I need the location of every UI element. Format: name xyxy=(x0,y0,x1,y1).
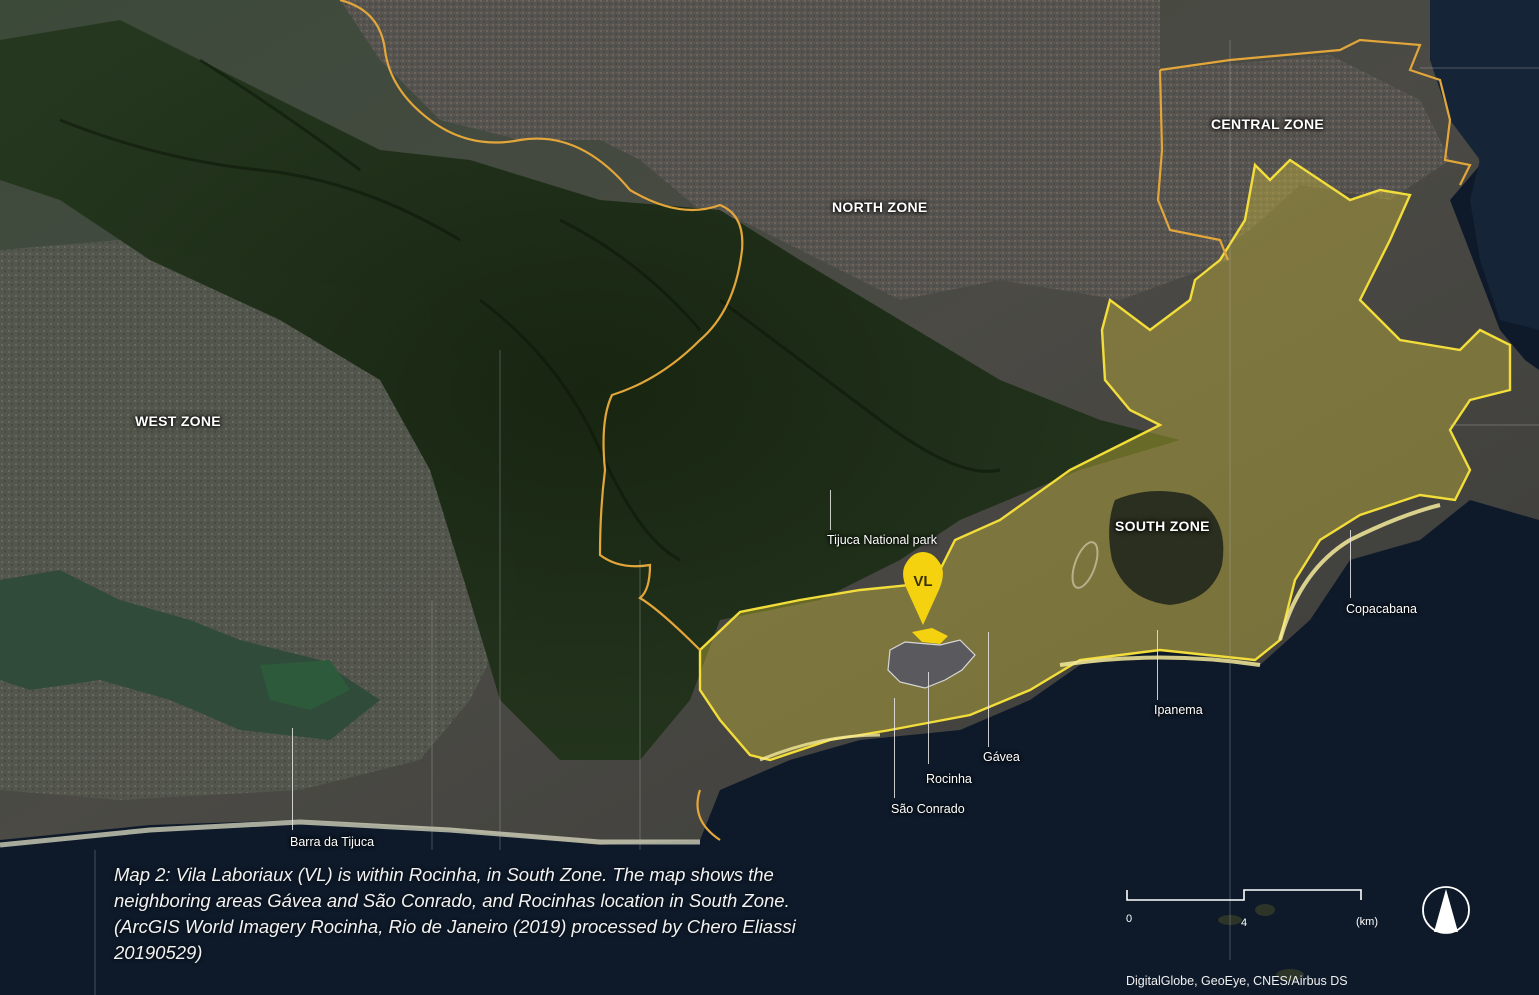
small-lagoon xyxy=(260,660,350,710)
copacabana-label: Copacabana xyxy=(1346,602,1417,616)
barra-label: Barra da Tijuca xyxy=(290,835,375,849)
sao-conrado-label: São Conrado xyxy=(891,802,965,816)
ipanema-beach xyxy=(1059,655,1261,667)
copacabana-beach xyxy=(1278,503,1441,641)
north-arrow-ring xyxy=(1422,886,1470,934)
imagery-attribution: DigitalGlobe, GeoEye, CNES/Airbus DS xyxy=(1126,974,1348,988)
scale-label-0: 0 xyxy=(1126,913,1133,925)
north-zone-label: NORTH ZONE xyxy=(832,199,928,215)
leader-ipanema xyxy=(1157,630,1158,700)
vila-laboriaux-area xyxy=(912,628,948,644)
leader-rocinha xyxy=(928,672,929,764)
island xyxy=(1276,969,1304,981)
scale-label-2: 4 xyxy=(1241,917,1248,929)
forest-ridges xyxy=(59,58,1001,562)
barra-beach xyxy=(0,819,700,848)
zone-borders xyxy=(339,0,1472,841)
south-zone-label: SOUTH ZONE xyxy=(1115,518,1210,534)
ipanema-label: Ipanema xyxy=(1154,703,1203,717)
leader-barra xyxy=(292,728,293,830)
west-zone-label: WEST ZONE xyxy=(135,413,221,429)
guanabara-bay xyxy=(1430,0,1539,330)
lagoa-rodrigo-de-freitas xyxy=(1109,491,1224,605)
rocinha-label: Rocinha xyxy=(926,772,972,786)
vl-marker-pin[interactable] xyxy=(903,552,943,625)
scale-label-4: (km) xyxy=(1356,916,1378,928)
central-urban-area xyxy=(1160,55,1450,250)
scale-bar xyxy=(1126,889,1362,901)
vl-marker-label: VL xyxy=(913,573,932,590)
scale-unit: (km) xyxy=(1356,916,1378,928)
north-arrow-icon xyxy=(1434,889,1458,932)
sao-conrado-beach xyxy=(759,733,881,762)
map-caption: Map 2: Vila Laboriaux (VL) is within Roc… xyxy=(114,864,796,963)
jockey-club xyxy=(1071,541,1099,589)
central-zone-label: CENTRAL ZONE xyxy=(1211,116,1325,132)
leader-tijuca xyxy=(830,490,831,530)
leader-sao-conrado xyxy=(894,698,895,798)
leader-copacabana xyxy=(1350,530,1351,598)
north-urban-area xyxy=(340,0,1230,300)
rocinha-area xyxy=(887,639,976,689)
leader-gavea xyxy=(988,632,989,747)
frame-lines xyxy=(94,40,1539,995)
tijuca-forest xyxy=(0,20,1180,760)
gavea-label: Gávea xyxy=(983,750,1020,764)
tijuca-park-label: Tijuca National park xyxy=(827,533,938,547)
island xyxy=(1255,904,1275,916)
